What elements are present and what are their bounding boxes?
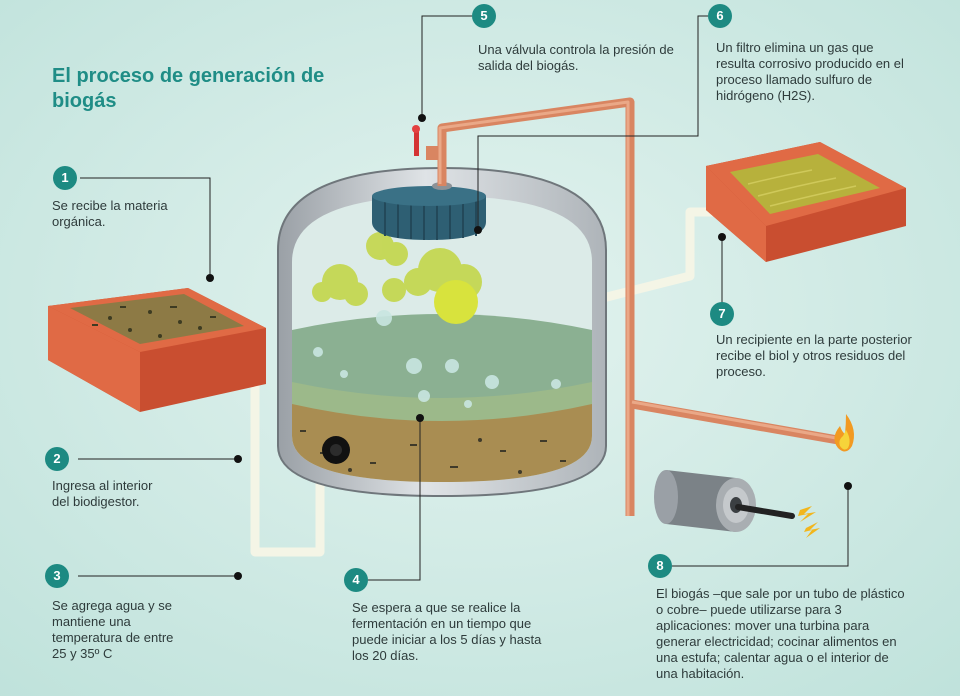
leader-dots — [206, 114, 852, 580]
filter — [372, 196, 486, 240]
step-6-number: 6 — [708, 4, 732, 28]
step-5-number: 5 — [472, 4, 496, 28]
valve-handle — [414, 130, 419, 156]
sludge-layer — [292, 404, 592, 482]
step-5-text: Una válvula controla la presión de salid… — [478, 42, 674, 73]
step-7-number: 7 — [710, 302, 734, 326]
step-2-text: Ingresa al interior del biodigestor. — [52, 478, 153, 509]
residue-pipe — [593, 207, 718, 305]
step-7-text: Un recipiente en la parte posterior reci… — [716, 332, 912, 379]
flame-icon — [834, 414, 854, 452]
stove-branch — [631, 399, 839, 445]
step-8-text: El biogás –que sale por un tubo de plást… — [656, 586, 905, 681]
step-6-text: Un filtro elimina un gas que resulta cor… — [716, 40, 904, 103]
gas-clouds — [312, 232, 482, 306]
step-8-number: 8 — [648, 554, 672, 578]
step-1-text: Se recibe la materia orgánica. — [52, 198, 168, 229]
page-title: El proceso de generación de biogás — [52, 65, 325, 112]
fermentation-layer — [292, 314, 592, 416]
step-1-number: 1 — [53, 166, 77, 190]
biodigester-tank — [277, 166, 607, 498]
input-container — [48, 288, 266, 412]
step-4-text: Se espera a que se realice la fermentaci… — [352, 600, 542, 663]
valve-body — [426, 146, 438, 160]
step-3-text: Se agrega agua y se mantiene una tempera… — [52, 598, 174, 661]
organic-matter — [92, 306, 216, 338]
filter-top — [372, 186, 486, 206]
step-2-number: 2 — [45, 447, 69, 471]
leader-lines — [78, 15, 849, 581]
step-4-number: 4 — [344, 568, 368, 592]
residue-container — [706, 142, 906, 262]
fermentation-layer-lower — [292, 382, 592, 427]
turbine — [654, 470, 795, 532]
step-3-number: 3 — [45, 564, 69, 588]
gas-cloud-bright — [434, 280, 478, 324]
bubbles — [313, 310, 561, 408]
electricity-icon — [798, 506, 820, 538]
copper-pipes-highlight — [438, 100, 837, 516]
